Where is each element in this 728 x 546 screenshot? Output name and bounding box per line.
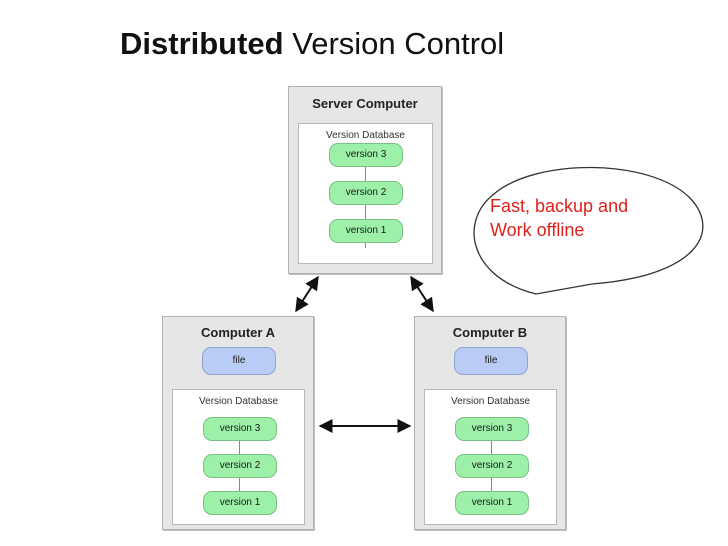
title-bold: Distributed: [120, 26, 284, 61]
computer-b-version-database: Version Database version 3 version 2 ver…: [424, 389, 557, 525]
callout-line-2: Work offline: [490, 220, 585, 240]
callout-text: Fast, backup and Work offline: [490, 194, 680, 242]
server-computer-title: Server Computer: [312, 96, 418, 111]
computer-b-db-label: Version Database: [451, 396, 530, 407]
computer-a-db-label: Version Database: [199, 396, 278, 407]
server-db-label: Version Database: [326, 130, 405, 141]
server-version-database: Version Database version 3 version 2 ver…: [298, 123, 433, 264]
arrow-server-to-a: [295, 275, 319, 313]
computer-a-version-2: version 2: [203, 454, 277, 478]
computer-a-version-3: version 3: [203, 417, 277, 441]
server-version-1: version 1: [329, 219, 403, 243]
callout-bubble: [473, 166, 704, 295]
computer-a-version-database: Version Database version 3 version 2 ver…: [172, 389, 305, 525]
server-version-3: version 3: [329, 143, 403, 167]
computer-b-version-2: version 2: [455, 454, 529, 478]
computer-b-version-3: version 3: [455, 417, 529, 441]
computer-b-title: Computer B: [452, 325, 528, 340]
title-rest: Version Control: [283, 26, 505, 61]
computer-a-file: file: [202, 347, 276, 375]
computer-a-title: Computer A: [201, 325, 275, 340]
computer-b-box: Computer B file Version Database version…: [414, 316, 566, 530]
callout-line-1: Fast, backup and: [490, 196, 629, 216]
arrow-server-to-b: [410, 275, 434, 313]
page-title: Distributed Version Control: [120, 26, 504, 62]
computer-a-box: Computer A file Version Database version…: [162, 316, 314, 530]
server-version-2: version 2: [329, 181, 403, 205]
computer-b-version-1: version 1: [455, 491, 529, 515]
server-computer-box: Server Computer Version Database version…: [288, 86, 442, 274]
computer-b-file: file: [454, 347, 528, 375]
computer-a-version-1: version 1: [203, 491, 277, 515]
